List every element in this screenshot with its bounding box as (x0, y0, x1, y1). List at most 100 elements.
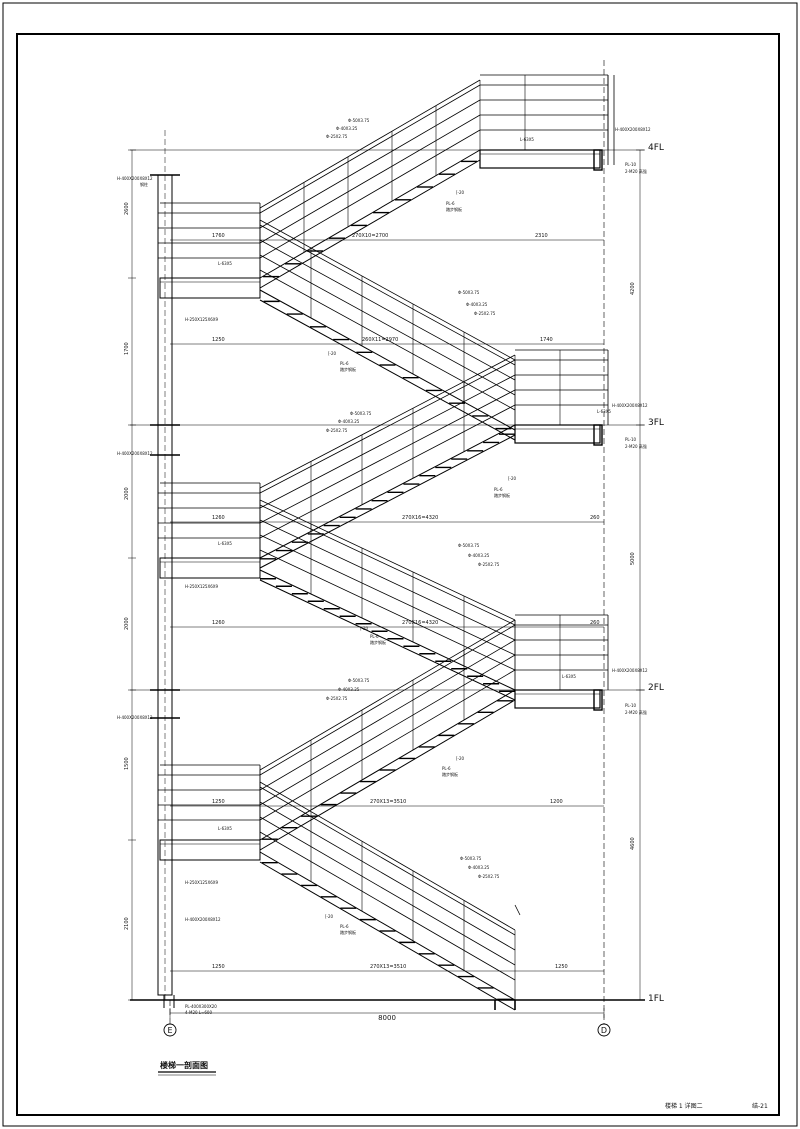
guard-2a-rail (259, 654, 516, 806)
guard-end-hook (514, 904, 521, 916)
tag-tread-beam-2: H-250X125X6X9 (185, 584, 218, 589)
tag-plate-note-4: 踏步钢板 (370, 639, 386, 645)
tag-plate-5: PL-6 (442, 766, 451, 771)
left-dim-3: 2000 (124, 617, 130, 630)
landing-dim-6: 1250 (212, 964, 225, 970)
left-dim-4: 1500 (124, 757, 130, 770)
flight-2a-stringer-top (259, 689, 516, 841)
flight-2b-stringer-top (259, 569, 516, 691)
tag-stringer-6: [-20 (325, 914, 334, 919)
tag-handrail-3d: Φ-25X2.75 (478, 562, 500, 567)
guard-2a-rail (259, 669, 516, 821)
guard-1-rail-top2 (259, 781, 516, 931)
tag-handrail-2e: Φ-40X3.25 (338, 687, 360, 692)
tag-tread-beam-3: H-250X125X6X9 (185, 880, 218, 885)
landing-dim-1: 1250 (212, 337, 225, 343)
tag-beam-l-1: L-63X5 (218, 261, 232, 266)
tag-plate-end-3f: PL-10 (625, 437, 637, 442)
guard-3a-rail-top (259, 359, 516, 494)
landing-right-dim-2: 260 (590, 620, 600, 626)
guard-2b-rail-top2 (259, 499, 516, 621)
tag-bolt-4f: 2-M20 高强 (625, 168, 647, 174)
landing-dim-4: 1260 (212, 620, 225, 626)
tag-handrail-3b: Φ-25X2.75 (474, 311, 496, 316)
guard-2b-rail (259, 519, 516, 641)
guard-2b-rail (259, 534, 516, 656)
guard-3a-rail-top2 (259, 354, 516, 489)
level-label-2f: 2FL (648, 683, 664, 693)
guard-1-rail-top (259, 786, 516, 936)
inner-frame (16, 33, 780, 1116)
flight-4a-stringer-top (259, 149, 481, 279)
level-label-1f: 1FL (648, 994, 664, 1004)
tag-handrail-1d: Φ-50X3.75 (458, 543, 480, 548)
tag-plate-2: PL-6 (340, 361, 349, 366)
tag-stringer-2: [-20 (328, 351, 337, 356)
sheet-number: 结-21 (752, 1102, 768, 1110)
tag-bolt-2f: 2-M20 高强 (625, 709, 647, 715)
tag-plate-6: PL-6 (340, 924, 349, 929)
flight-run-3: 270X16=4320 (402, 620, 438, 626)
landing-dim-3: 1740 (540, 337, 553, 343)
guard-2b-rail-top (259, 504, 516, 626)
flight-3a-stringer-bottom (259, 434, 516, 569)
guard-2a-rail-top2 (259, 619, 516, 771)
left-dim-0: 2600 (124, 202, 130, 215)
guard-4a-rail-top2 (259, 79, 481, 209)
flight-2b-stringer-bottom (259, 579, 516, 701)
tag-handrail-1a: Φ-50X3.75 (348, 118, 370, 123)
end-plate (593, 689, 603, 711)
left-dim-2: 2000 (124, 487, 130, 500)
landing-right-dim-3: 1200 (550, 799, 563, 805)
flight-1-stringer-top (259, 851, 516, 1001)
tag-handrail-3c: Φ-25X2.75 (326, 428, 348, 433)
tag-plate-end-4f: PL-10 (625, 162, 637, 167)
axis-label-e: E (167, 1026, 172, 1035)
axis-bubble-e (163, 1023, 177, 1037)
guard-2a-rail (259, 639, 516, 791)
guard-4a-rail-top (259, 84, 481, 214)
landing-dim-0: 1760 (212, 233, 225, 239)
flight-1-stringer-bottom (259, 861, 516, 1011)
flight-run-1: 260X11=2970 (362, 337, 398, 343)
left-landing-0 (159, 277, 261, 299)
flight-run-2: 270X16=4320 (402, 515, 438, 521)
flight-run-0: 270X10=2700 (352, 233, 388, 239)
tag-handrail-1f: Φ-50X3.75 (460, 856, 482, 861)
tag-plate-4: PL-6 (370, 634, 379, 639)
guard-4a-rail (259, 114, 481, 244)
landing-dim-5: 1250 (212, 799, 225, 805)
guard-3a-rail (259, 374, 516, 509)
flight-run-4: 270X13=3510 (370, 799, 406, 805)
tag-handrail-1e: Φ-50X3.75 (348, 678, 370, 683)
tag-stringer-3: [-20 (508, 476, 517, 481)
drawing-title: 楼梯一剖面图 (160, 1060, 208, 1070)
tag-handrail-1c: Φ-50X3.75 (350, 411, 372, 416)
guard-3b-rail-top (259, 224, 516, 366)
flight-3b-stringer-bottom (259, 299, 516, 441)
tag-handrail-2d: Φ-40X3.25 (468, 553, 490, 558)
tag-handrail-2c: Φ-40X3.25 (338, 419, 360, 424)
axis-label-d: D (601, 1026, 607, 1035)
tag-stringer-1: [-20 (456, 190, 465, 195)
right-landing-0 (479, 149, 601, 169)
guard-1-rail (259, 801, 516, 951)
right-dim-1: 5000 (630, 552, 636, 565)
guard-1-rail (259, 831, 516, 981)
tag-beam-l-2: L-63X5 (218, 541, 232, 546)
right-landing-1 (514, 424, 601, 444)
tag-beam-l-3: L-63X5 (218, 826, 232, 831)
tag-beam-top-3f: L-63X5 (597, 409, 611, 414)
guard-3b-rail (259, 254, 516, 396)
flight-4a-stringer-bottom (259, 159, 481, 289)
tag-column-4f: H-400X200X8X12 (615, 127, 651, 132)
sheet-name: 楼梯 1 详图二 (665, 1102, 703, 1110)
right-landing-2 (514, 689, 601, 709)
tag-anchor: 4-M20 L=600 (185, 1010, 212, 1015)
tag-beam-top-2f: L-63X5 (562, 674, 576, 679)
tag-plate-end-2f: PL-10 (625, 703, 637, 708)
guard-2a-rail-top (259, 624, 516, 776)
left-landing-2 (159, 839, 261, 861)
guard-3a-rail (259, 389, 516, 524)
